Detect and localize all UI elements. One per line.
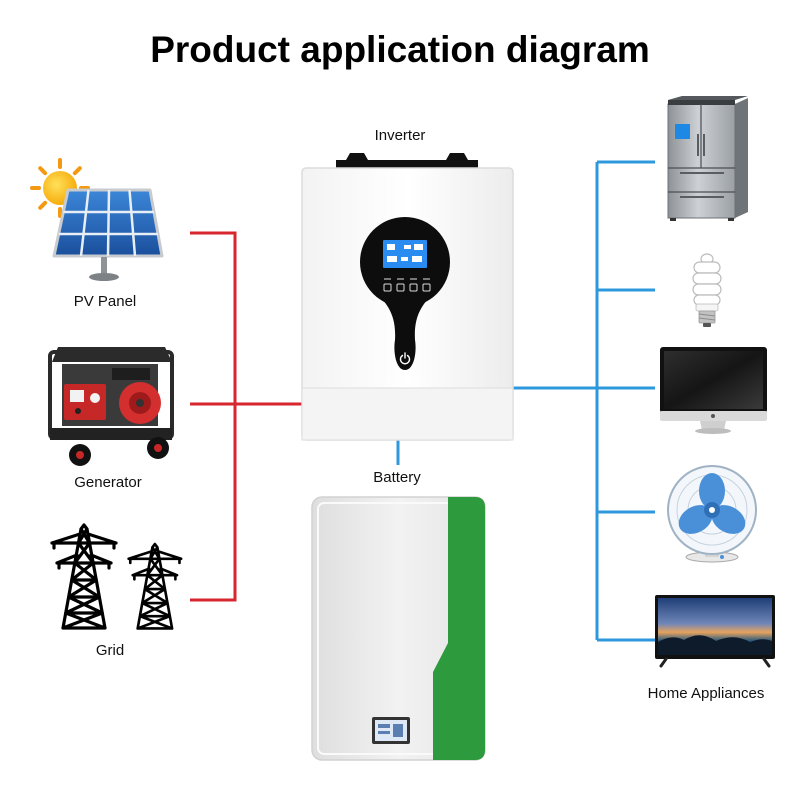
tower-large [50, 523, 118, 630]
mounting-bracket [336, 153, 478, 168]
transmission-tower-icon [50, 523, 183, 630]
button-captions [384, 278, 430, 280]
page-title: Product application diagram [150, 29, 650, 70]
refrigerator-icon [667, 96, 748, 221]
battery-label: Battery [373, 469, 421, 486]
tower-small [127, 542, 183, 630]
control-buttons [383, 283, 431, 292]
monitor-screen [664, 351, 763, 409]
generator-icon [48, 347, 174, 466]
battery-accent-strip [433, 497, 485, 760]
fan-icon [667, 465, 757, 563]
panel-base [89, 273, 119, 281]
fan-blades [678, 473, 746, 534]
tv-icon [655, 595, 775, 668]
load-branch-lines [597, 160, 655, 642]
inverter-bottom-panel [301, 387, 514, 441]
inverter-label: Inverter [375, 127, 426, 144]
lcd-readings [387, 244, 423, 262]
grid-label: Grid [96, 642, 124, 659]
pv-panel-label: PV Panel [74, 293, 137, 310]
battery-icon [311, 496, 486, 761]
power-icon [399, 352, 411, 365]
display-drip [378, 295, 432, 370]
generator-label: Generator [74, 474, 142, 491]
inverter-icon [301, 153, 514, 441]
light-bulb-icon [692, 253, 722, 327]
panel-grid [58, 189, 158, 257]
solar-panel-icon [30, 158, 164, 281]
load-connection-lines [396, 160, 655, 642]
panel-stand [101, 257, 107, 274]
source-bus-line [190, 231, 237, 602]
fridge-display [675, 124, 690, 139]
monitor-icon [660, 347, 767, 434]
home-appliances-label: Home Appliances [648, 685, 765, 702]
source-connection-lines [190, 231, 302, 602]
